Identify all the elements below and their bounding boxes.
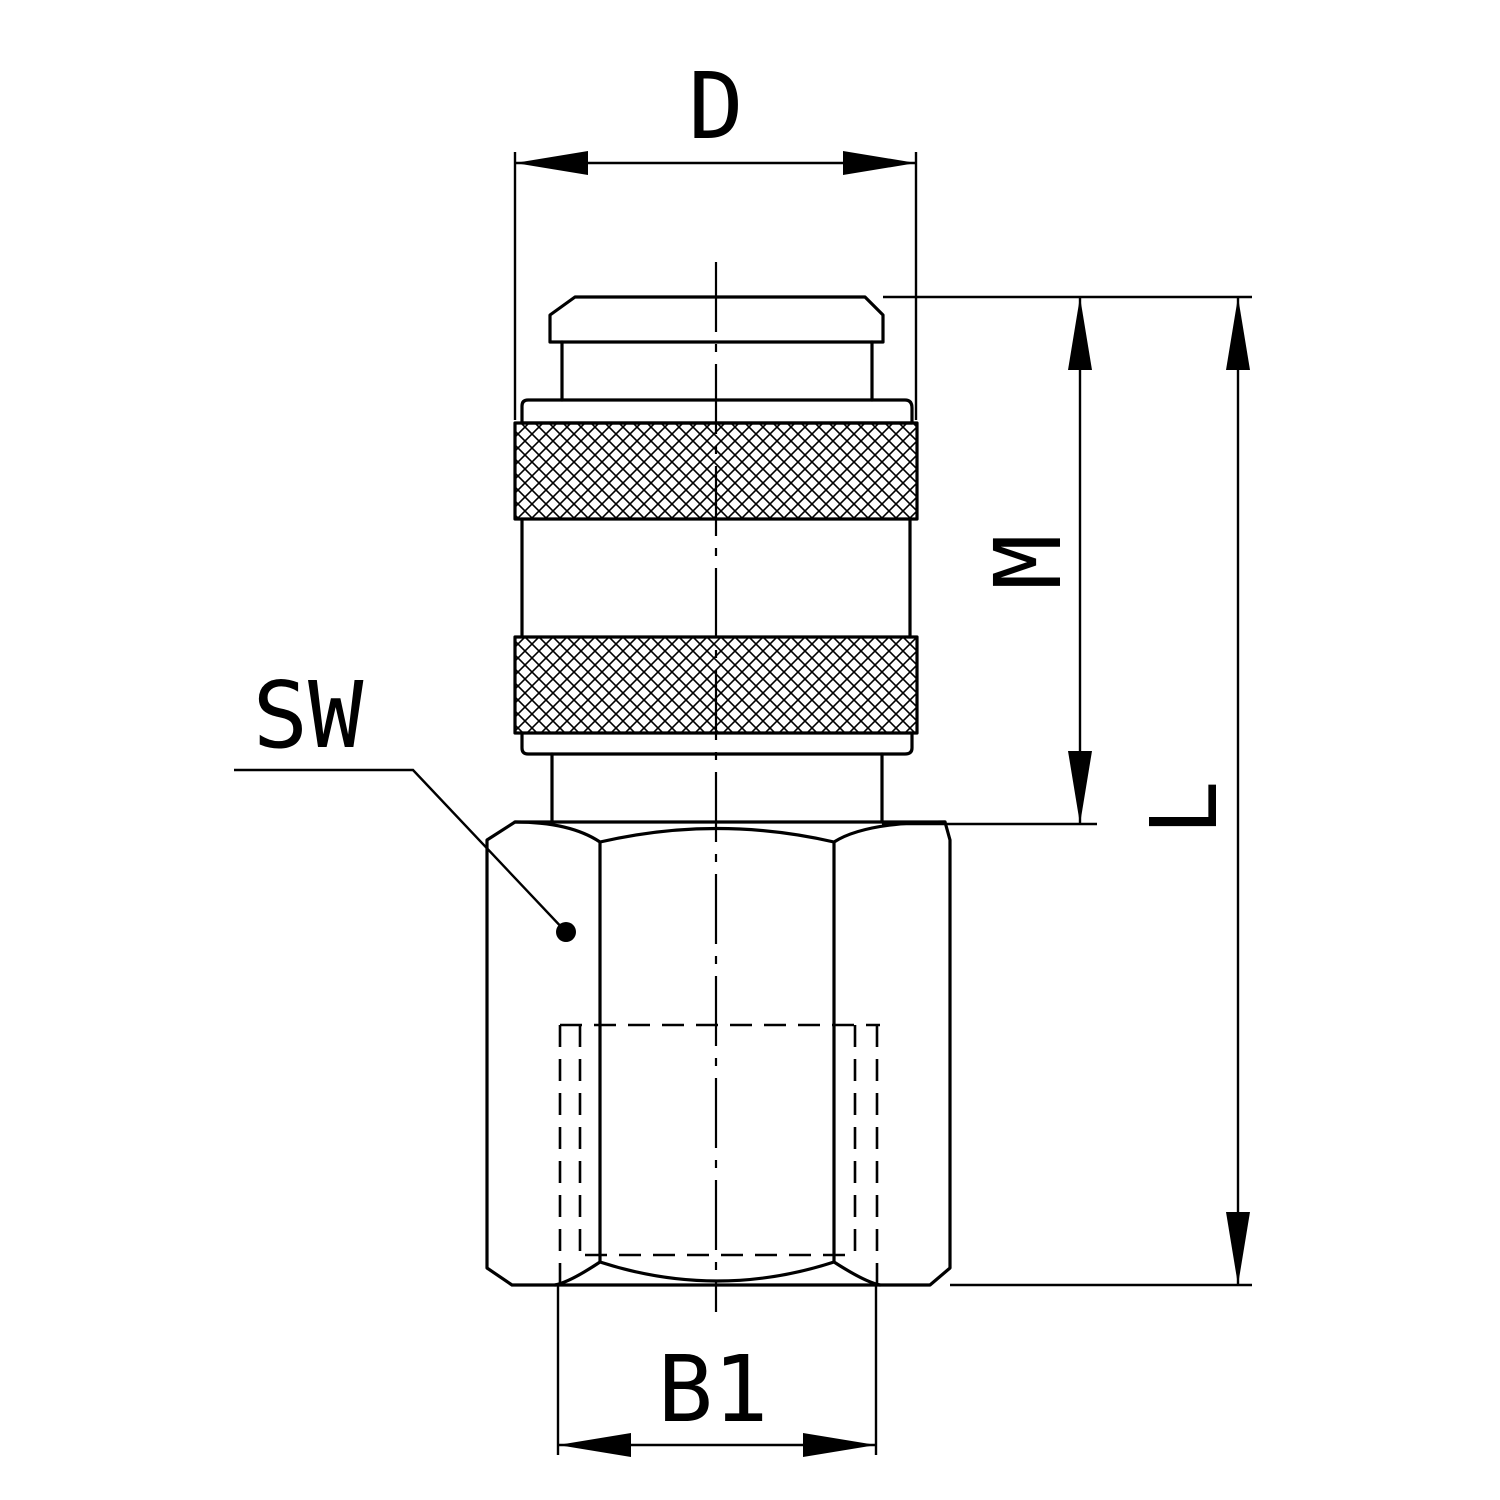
internal-thread-hidden-lines bbox=[558, 1023, 880, 1285]
l-arrow-bottom bbox=[1226, 1212, 1250, 1285]
d-arrow-right bbox=[843, 151, 916, 175]
coupling-body bbox=[485, 262, 952, 1312]
hex-nut-outline bbox=[485, 820, 952, 1287]
d-arrow-left bbox=[515, 151, 588, 175]
m-label: M bbox=[975, 534, 1082, 589]
plug-nose-outline bbox=[548, 295, 885, 344]
m-arrow-bottom bbox=[1068, 751, 1092, 824]
sw-label: SW bbox=[253, 662, 364, 769]
sw-leader-dot bbox=[556, 922, 576, 942]
dimension-m: M bbox=[882, 295, 1252, 826]
l-arrow-top bbox=[1226, 297, 1250, 370]
plug-neck-outline bbox=[560, 340, 874, 402]
d-label: D bbox=[688, 53, 743, 160]
hex-neck-outline bbox=[550, 752, 884, 824]
b1-label: B1 bbox=[658, 1336, 769, 1443]
m-arrow-top bbox=[1068, 297, 1092, 370]
dimension-d: D bbox=[513, 53, 918, 420]
sw-leader-line bbox=[234, 768, 567, 933]
dimension-b1: B1 bbox=[556, 1285, 878, 1457]
b1-arrow-left bbox=[558, 1433, 631, 1457]
l-label: L bbox=[1131, 780, 1238, 835]
sleeve-mid-body bbox=[520, 517, 912, 639]
b1-arrow-right bbox=[803, 1433, 876, 1457]
dimension-l: L bbox=[950, 297, 1252, 1287]
wrench-size-callout: SW bbox=[234, 662, 576, 942]
